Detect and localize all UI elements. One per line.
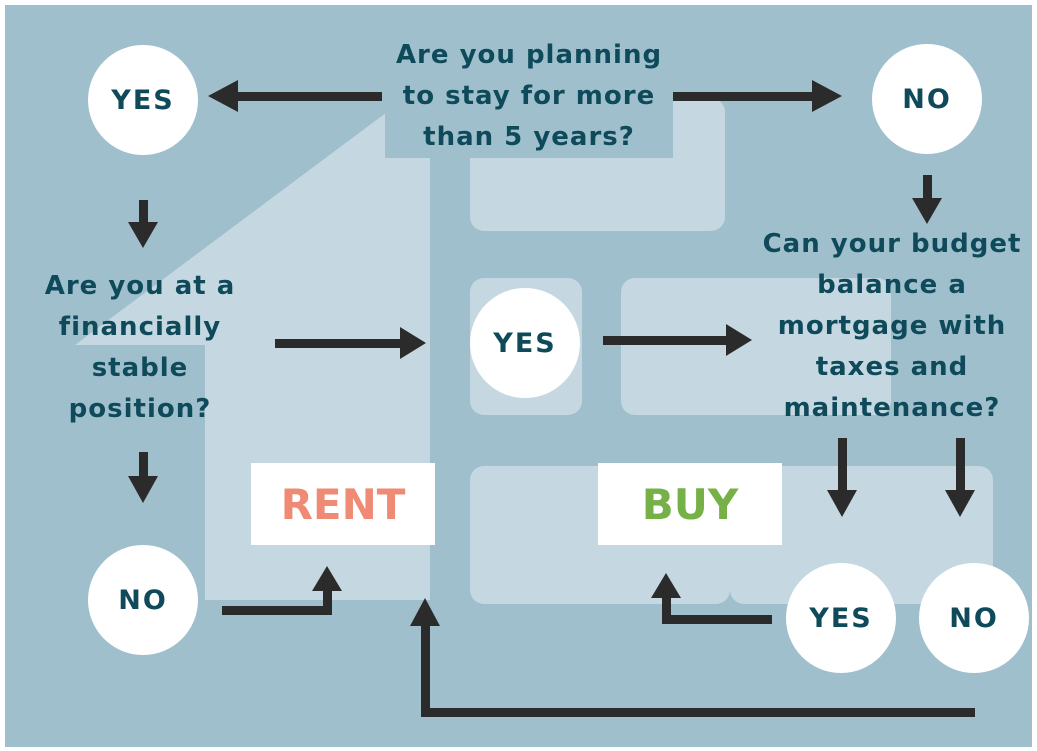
question-budget-balance: Can your budget balance a mortgage with … [762, 229, 1022, 423]
arrow-to-no-top-shaft [664, 92, 816, 101]
arrow-to-yes-top-shaft [232, 92, 382, 101]
question-stay-duration: Are you planning to stay for more than 5… [385, 35, 673, 158]
answer-no-bottom-left: NO [88, 545, 198, 655]
arrow-stable-down-shaft [139, 452, 148, 478]
arrow-no-to-rent-loop-vertical [421, 622, 430, 717]
arrow-no-to-rent-loop-horizontal [421, 708, 975, 717]
arrow-to-yes-top-head [208, 80, 238, 112]
arrow-yes-to-budget-head [726, 324, 752, 356]
arrow-no-to-rent-loop-head [410, 598, 440, 626]
answer-yes-middle: YES [470, 288, 580, 398]
arrow-stable-down-head [128, 476, 158, 503]
arrow-budget-yes-shaft [838, 438, 847, 494]
arrow-no-to-rent-horizontal [222, 606, 332, 615]
room-panel-middle-right [621, 278, 891, 415]
arrow-yes-to-budget-shaft [603, 336, 729, 345]
arrow-yes-to-buy-head [651, 573, 681, 598]
answer-yes-top: YES [88, 45, 198, 155]
arrow-no-down-head [912, 198, 942, 224]
arrow-no-to-rent-head [312, 566, 342, 591]
arrow-to-no-top-head [812, 80, 842, 112]
arrow-stable-to-yes-head [400, 327, 426, 359]
outcome-buy: BUY [598, 463, 782, 545]
question-financially-stable: Are you at a financially stable position… [44, 271, 236, 424]
arrow-yes-down-shaft [139, 200, 148, 226]
answer-no-bottom-right: NO [919, 563, 1029, 673]
answer-yes-bottom-right: YES [786, 563, 896, 673]
arrow-budget-no-head [945, 490, 975, 517]
arrow-yes-to-buy-horizontal [662, 615, 772, 624]
arrow-budget-no-shaft [956, 438, 965, 494]
answer-no-top: NO [872, 44, 982, 154]
outcome-rent: RENT [251, 463, 435, 545]
arrow-yes-down-head [128, 222, 158, 248]
arrow-no-to-rent-vertical [323, 585, 332, 615]
arrow-yes-to-buy-vertical [662, 594, 671, 624]
arrow-stable-to-yes-shaft [275, 339, 405, 348]
arrow-no-down-shaft [923, 175, 932, 201]
arrow-budget-yes-head [827, 490, 857, 517]
